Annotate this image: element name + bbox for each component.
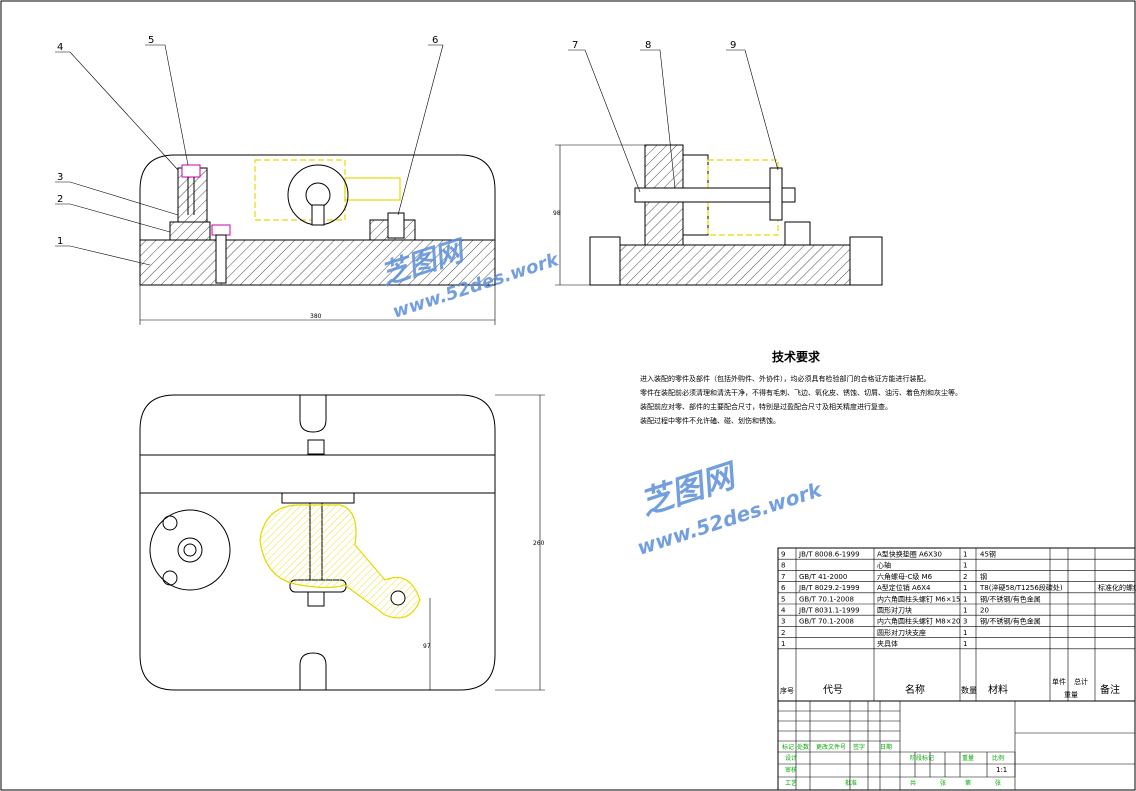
- bom-cell-no: 8: [781, 562, 785, 570]
- label-process: 工艺: [785, 779, 797, 787]
- bom-cell-qty: 1: [963, 562, 967, 570]
- bom-cell-qty: 2: [963, 573, 967, 581]
- bom-cell-mat: 钢/不锈钢/有色金属: [980, 617, 1041, 626]
- bom-header-note: 备注: [1100, 683, 1120, 696]
- bom-cell-name: 心轴: [877, 561, 891, 570]
- label-mark: 标记: [782, 743, 794, 751]
- bom-cell-code: GB/T 70.1-2008: [799, 618, 854, 626]
- side-view: 98: [553, 144, 883, 286]
- bom-header-total: 总计: [1074, 677, 1088, 686]
- title-block: 标记 处数 更改文件号 签字 日期 设计 审核 工艺 批准 阶段标记 重量 比例…: [777, 700, 1136, 791]
- bom-cell-name: A型定位销 A6X4: [877, 583, 931, 592]
- bom-cell-qty: 1: [963, 607, 967, 615]
- front-view: 380: [139, 154, 496, 325]
- bom-cell-no: 4: [781, 607, 786, 615]
- dim-260: 260: [533, 540, 545, 547]
- tech-req-title: 技术要求: [772, 349, 821, 364]
- bom-cell-qty: 1: [963, 551, 967, 559]
- bom-cell-name: 内六角圆柱头螺钉 M8×20: [877, 617, 961, 626]
- bom-cell-qty: 1: [963, 584, 967, 592]
- dim-380: 380: [310, 313, 322, 320]
- bom-cell-no: 1: [781, 640, 785, 648]
- label-scale: 比例: [992, 754, 1004, 762]
- tech-req-line: 零件在装配前必须清理和清洗干净，不得有毛刺、飞边、氧化皮、锈蚀、切屑、油污、着色…: [640, 388, 962, 397]
- label-weight: 重量: [962, 754, 974, 762]
- balloon-7: 7: [572, 40, 578, 51]
- bom-cell-mat: 钢/不锈钢/有色金属: [980, 594, 1041, 603]
- balloon-8: 8: [645, 40, 651, 51]
- bom-header-no: 序号: [780, 686, 794, 695]
- bom-cell-no: 9: [781, 551, 785, 559]
- bom-cell-qty: 1: [963, 640, 967, 648]
- balloon-6: 6: [432, 35, 438, 46]
- balloon-leaders: [55, 44, 779, 266]
- dim-98: 98: [553, 210, 561, 217]
- bom-cell-no: 7: [781, 573, 785, 581]
- bom-cell-name: 六角螺母-C级 M6: [877, 572, 933, 581]
- dim-97: 97: [423, 643, 431, 650]
- bom-cell-name: 圆形对刀块支座: [877, 628, 926, 637]
- balloon-2: 2: [57, 194, 63, 205]
- scale-value: 1:1: [996, 766, 1007, 774]
- bom-cell-name: 圆形对刀块: [877, 606, 912, 615]
- bom-cell-mat: 20: [980, 607, 989, 615]
- bom-cell-code: GB/T 70.1-2008: [799, 595, 854, 603]
- bom-cell-no: 5: [781, 595, 785, 603]
- label-date: 日期: [880, 743, 892, 751]
- label-check: 审核: [785, 766, 797, 774]
- bom-cell-code: JB/T 8008.6-1999: [798, 551, 860, 559]
- bom-header-name: 名称: [905, 683, 925, 696]
- bom-header-weight: 重量: [1064, 691, 1078, 699]
- bom-header-single: 单件: [1052, 677, 1066, 686]
- label-sign: 签字: [853, 743, 865, 751]
- label-change-doc: 更改文件号: [816, 743, 846, 751]
- label-sheet-word: 张: [995, 779, 1001, 787]
- tech-requirements: 技术要求 进入装配的零件及部件（包括外购件、外协件），均必须具有检验部门的合格证…: [640, 349, 962, 425]
- balloon-numbers: 4 5 6 3 2 1 7 8 9: [57, 35, 736, 247]
- label-stage: 阶段标记: [910, 754, 934, 762]
- bom-cell-qty: 3: [963, 618, 967, 626]
- label-design: 设计: [785, 754, 797, 762]
- bom-cell-no: 6: [781, 584, 786, 592]
- bom-cell-name: A型快换垫圈 A6X30: [877, 550, 942, 559]
- bom-cell-no: 3: [781, 618, 785, 626]
- bom-cell-no: 2: [781, 629, 785, 637]
- tech-req-line: 装配过程中零件不允许磕、碰、划伤和锈蚀。: [640, 416, 780, 425]
- bom-cell-mat: 45钢: [980, 550, 996, 559]
- plan-view: 260 97: [139, 394, 545, 691]
- balloon-1: 1: [57, 236, 63, 247]
- balloon-4: 4: [57, 42, 63, 53]
- bom-cell-qty: 1: [963, 595, 967, 603]
- bom-cell-code: JB/T 8029.2-1999: [798, 584, 860, 592]
- bom-cell-mat: 钢: [980, 572, 987, 581]
- bom-cell-name: 内六角圆柱头螺钉 M6×15: [877, 594, 961, 603]
- bom-cell-name: 夹具体: [877, 639, 898, 648]
- balloon-3: 3: [57, 172, 63, 183]
- label-sheet-word: 张: [940, 779, 946, 787]
- label-sheets-total: 共: [910, 779, 916, 787]
- label-count: 处数: [797, 743, 809, 751]
- bom-header-mat: 材料: [988, 683, 1008, 696]
- tech-req-line: 进入装配的零件及部件（包括外购件、外协件），均必须具有检验部门的合格证方能进行装…: [640, 374, 931, 383]
- label-sheet-no: 第: [965, 779, 971, 787]
- tech-req-line: 装配前应对零、部件的主要配合尺寸，特别是过盈配合尺寸及相关精度进行复查。: [640, 402, 892, 411]
- label-approve: 批准: [845, 779, 857, 787]
- balloon-9: 9: [730, 40, 736, 51]
- balloon-5: 5: [148, 35, 154, 46]
- bom-header-qty: 数量: [961, 685, 977, 695]
- bom-header-code: 代号: [823, 684, 843, 696]
- bom-cell-qty: 1: [963, 629, 967, 637]
- bom-cell-note: 标准化的螺纹: [1098, 583, 1136, 592]
- bom-cell-code: GB/T 41-2000: [799, 573, 847, 581]
- bom-cell-code: JB/T 8031.1-1999: [798, 607, 860, 615]
- bom-cell-mat: T8(淬硬58/T1256段碳处): [979, 583, 1063, 592]
